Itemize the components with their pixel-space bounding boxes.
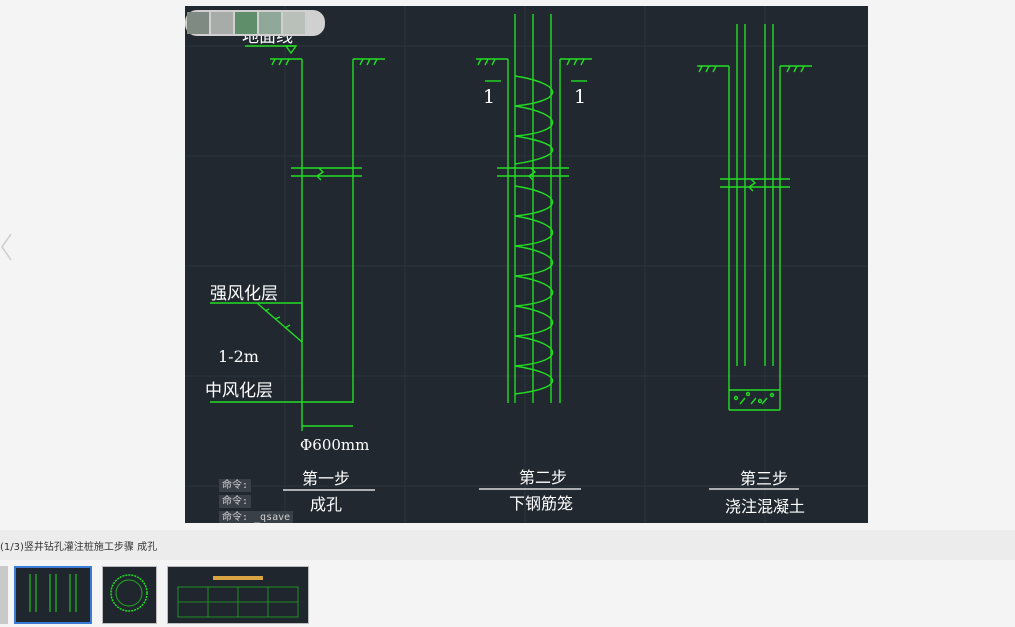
step3-description: 浇注混凝土 <box>725 497 805 516</box>
cad-drawing: 地面线 1 1 强风化层 1-2m 中风化层 Φ600mm 第一步 成孔 第二步… <box>185 6 868 523</box>
step2-description: 下钢筋笼 <box>509 494 573 513</box>
step2-rebar-cage <box>476 14 592 403</box>
command-line: 命令: <box>219 479 252 492</box>
thumbnail-cross-section[interactable] <box>102 566 157 624</box>
thumbnail-step1[interactable] <box>14 566 92 624</box>
depth-range-label: 1-2m <box>218 347 259 366</box>
caption-bar: (1/3)竖井钻孔灌注桩施工步骤 成孔 <box>0 530 1015 560</box>
step3-concrete-pour <box>697 24 812 411</box>
medium-weathered-layer-label: 中风化层 <box>205 381 273 401</box>
thumbnail-scroll-left-icon[interactable] <box>0 566 8 624</box>
thumbnail-strip <box>0 562 1015 624</box>
command-line-history: 命令: 命令: 命令: _qsave <box>219 479 294 523</box>
step1-description: 成孔 <box>310 495 342 514</box>
command-line: 命令: <box>219 495 252 508</box>
step2-title: 第二步 <box>519 468 567 487</box>
image-caption: (1/3)竖井钻孔灌注桩施工步骤 成孔 <box>0 542 158 553</box>
step3-title: 第三步 <box>740 469 788 488</box>
section-mark-right: 1 <box>574 86 586 108</box>
command-line: 命令: _qsave <box>219 511 294 523</box>
strong-weathered-layer-label: 强风化层 <box>210 284 278 304</box>
previous-image-arrow-icon[interactable] <box>0 232 14 262</box>
diameter-label: Φ600mm <box>300 436 369 454</box>
step1-title: 第一步 <box>302 469 350 488</box>
section-mark-left: 1 <box>483 86 495 108</box>
watermark-blur <box>185 10 325 36</box>
image-viewer: 地面线 1 1 强风化层 1-2m 中风化层 Φ600mm 第一步 成孔 第二步… <box>0 6 868 523</box>
step1-borehole <box>210 45 385 431</box>
thumbnail-quantity-table[interactable] <box>167 566 309 624</box>
